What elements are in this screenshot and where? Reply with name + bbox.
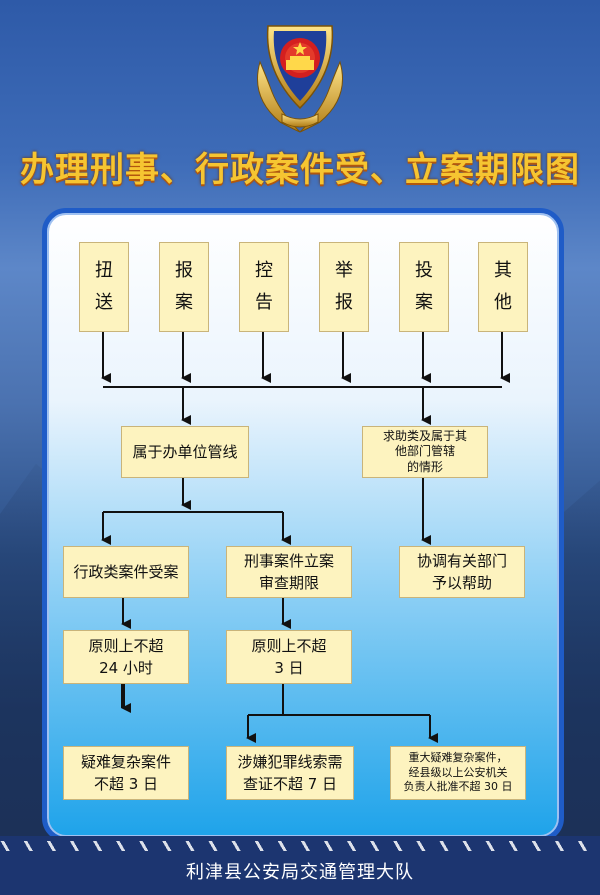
source-box-konggao: 控 告 [239, 242, 289, 332]
jurisdiction-label: 属于办单位管线 [132, 441, 237, 464]
jurisdiction-box: 属于办单位管线 [121, 426, 249, 478]
admin-limit-box: 原则上不超 24 小时 [63, 630, 189, 684]
chevron-stripe [0, 836, 600, 856]
source-box-baoan: 报 案 [159, 242, 209, 332]
source-label: 扭 送 [95, 255, 113, 320]
source-label: 投 案 [415, 255, 433, 320]
source-box-qita: 其 他 [478, 242, 528, 332]
source-label: 其 他 [494, 255, 512, 320]
source-box-touan: 投 案 [399, 242, 449, 332]
coordinate-label: 协调有关部门 予以帮助 [417, 550, 507, 595]
footer-band: 利津县公安局交通管理大队 [0, 836, 600, 895]
other-dept-label: 求助类及属于其 他部门管辖 的情形 [383, 429, 467, 476]
admin-limit-label: 原则上不超 24 小时 [88, 635, 163, 680]
admin-case-label: 行政类案件受案 [73, 561, 178, 584]
source-box-jubao: 举 报 [319, 242, 369, 332]
source-box-niusong: 扭 送 [79, 242, 129, 332]
admin-case-box: 行政类案件受案 [63, 546, 189, 598]
source-label: 举 报 [335, 255, 353, 320]
admin-complex-box: 疑难复杂案件 不超 3 日 [63, 746, 189, 800]
criminal-limit-label: 原则上不超 3 日 [251, 635, 326, 680]
other-dept-box: 求助类及属于其 他部门管辖 的情形 [362, 426, 488, 478]
source-label: 报 案 [175, 255, 193, 320]
major-complex-label: 重大疑难复杂案件， 经县级以上公安机关 负责人批准不超 30 日 [404, 751, 513, 796]
major-complex-box: 重大疑难复杂案件， 经县级以上公安机关 负责人批准不超 30 日 [390, 746, 526, 800]
footer-organization: 利津县公安局交通管理大队 [0, 858, 600, 884]
criminal-case-box: 刑事案件立案 审查期限 [226, 546, 352, 598]
source-label: 控 告 [255, 255, 273, 320]
criminal-clue-label: 涉嫌犯罪线索需 查证不超 7 日 [237, 751, 342, 796]
criminal-case-label: 刑事案件立案 审查期限 [244, 550, 334, 595]
admin-complex-label: 疑难复杂案件 不超 3 日 [81, 751, 171, 796]
criminal-limit-box: 原则上不超 3 日 [226, 630, 352, 684]
criminal-clue-box: 涉嫌犯罪线索需 查证不超 7 日 [226, 746, 354, 800]
coordinate-box: 协调有关部门 予以帮助 [399, 546, 525, 598]
